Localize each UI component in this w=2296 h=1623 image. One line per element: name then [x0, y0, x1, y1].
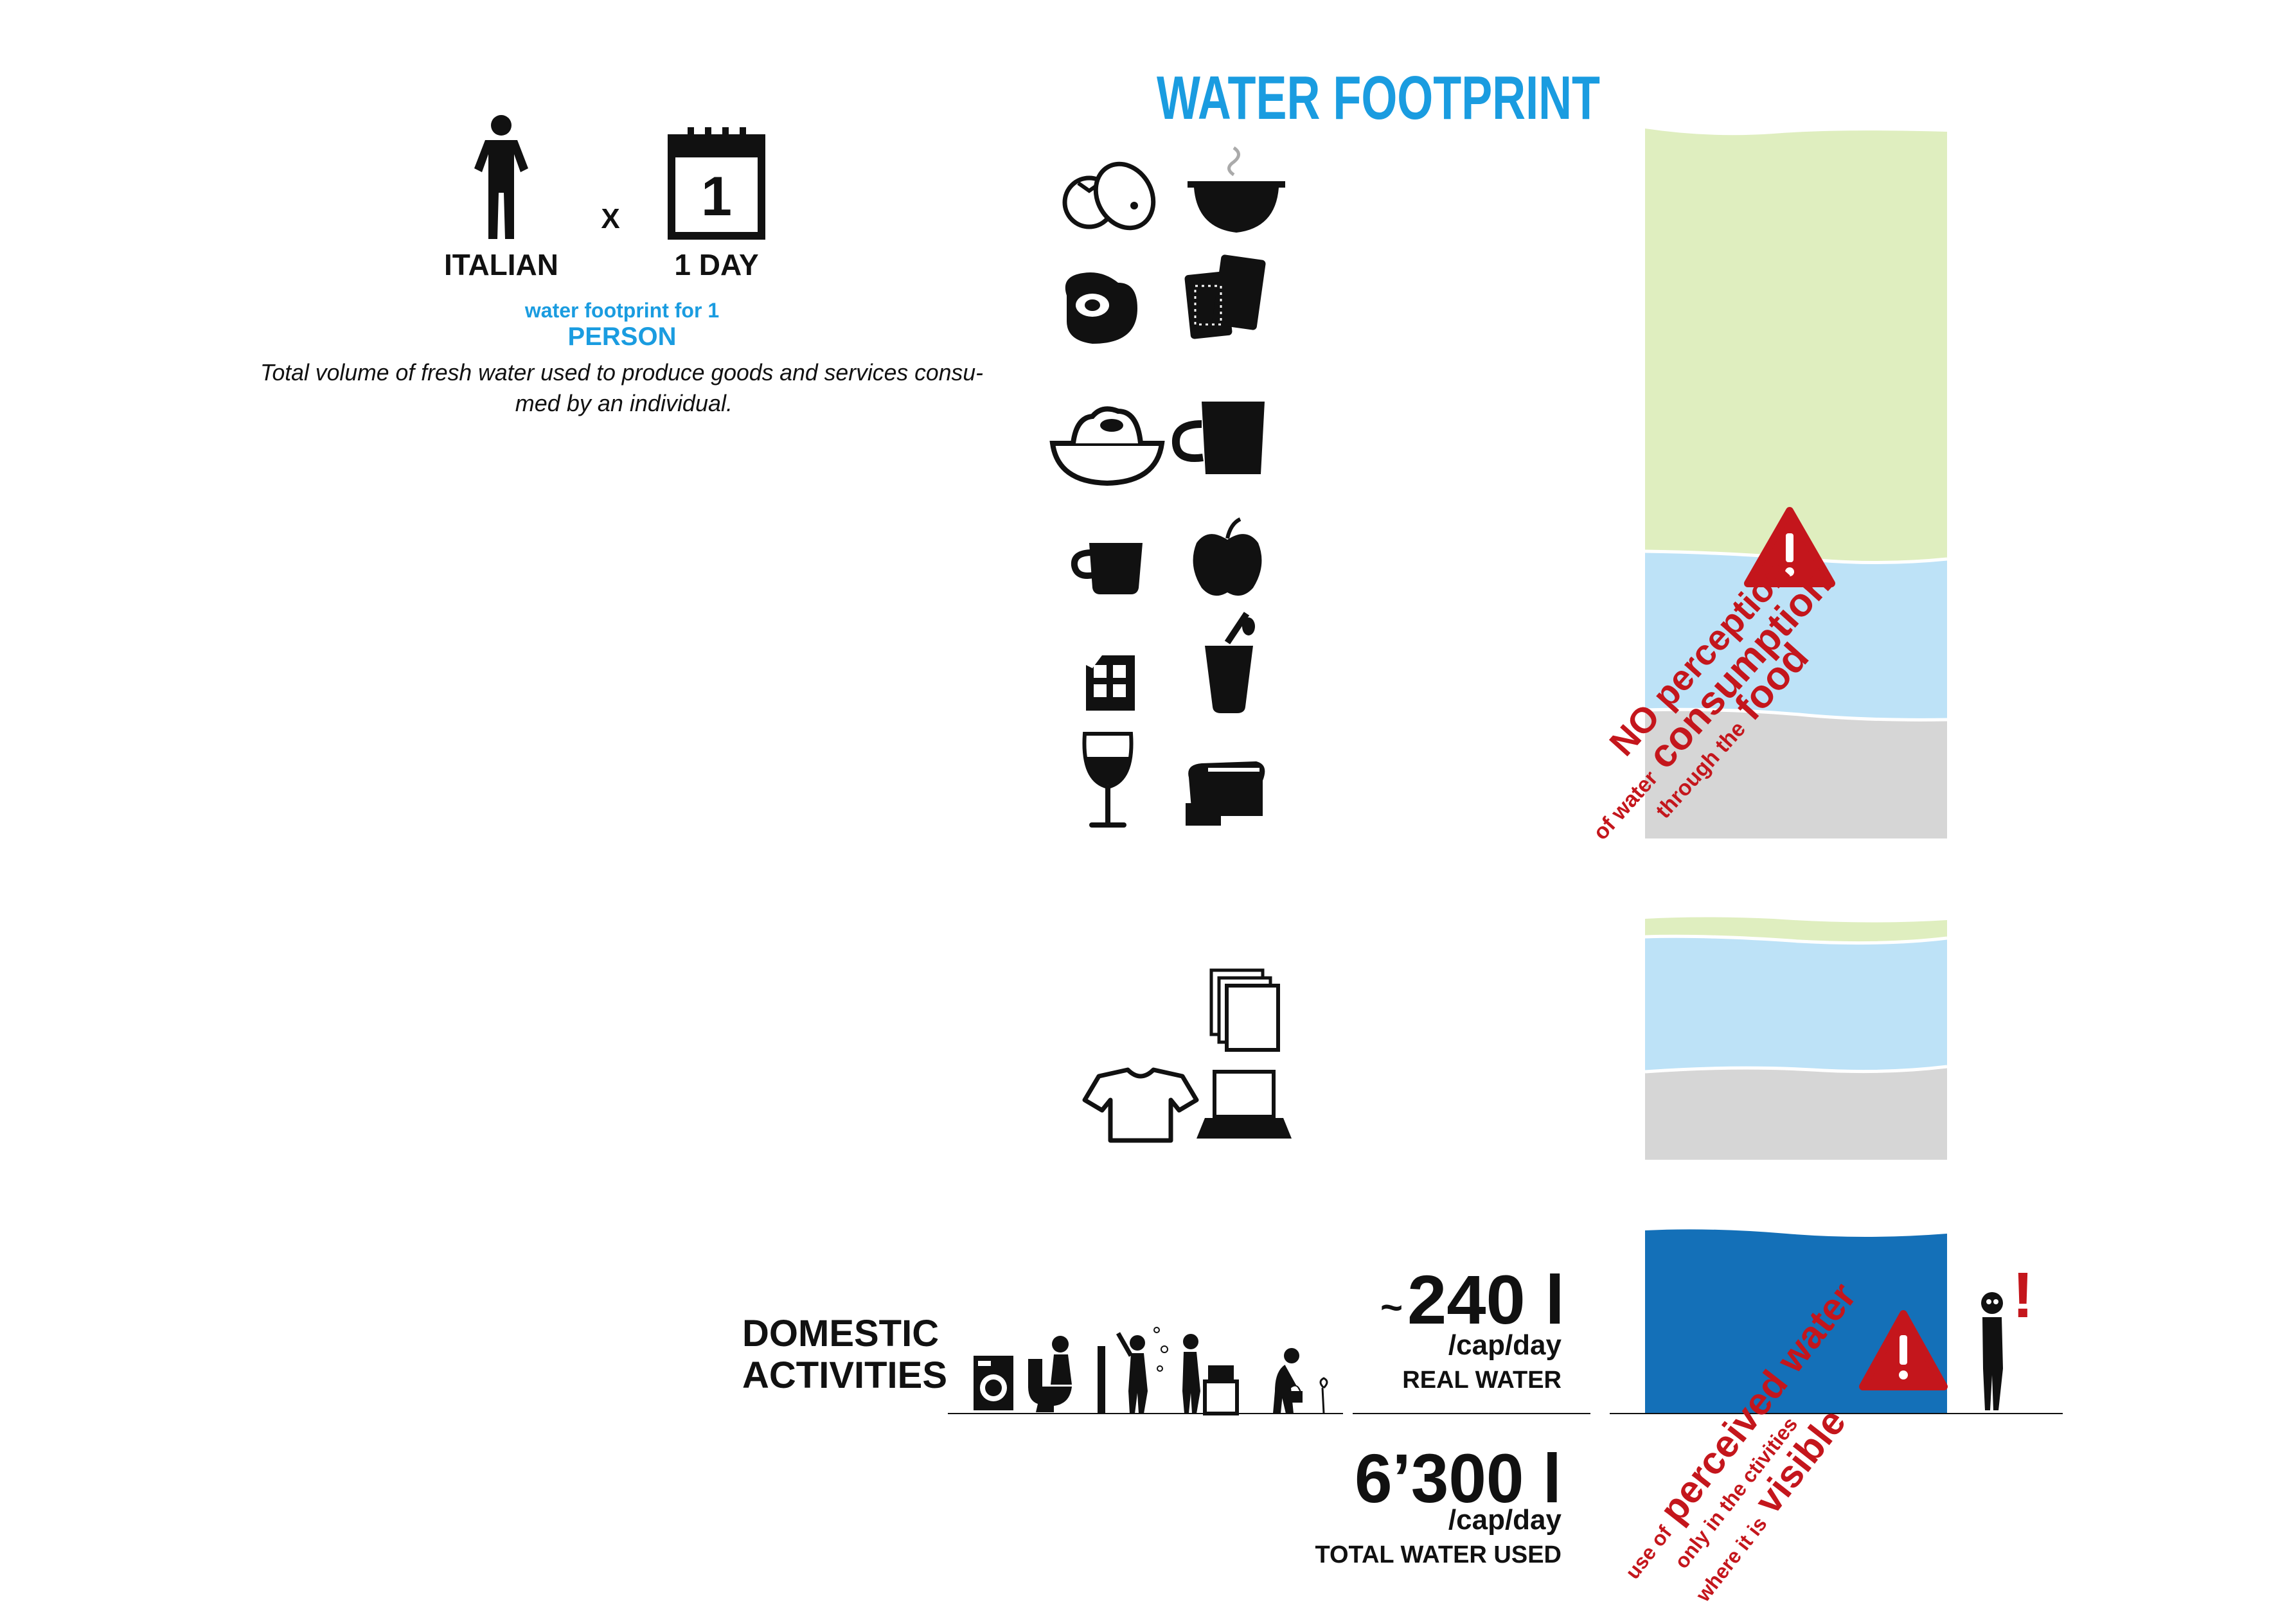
exclaim-mark: ! — [2012, 1259, 2033, 1331]
domestic-label-line-1: DOMESTIC — [742, 1313, 939, 1354]
washing-machine-icon — [974, 1356, 1013, 1410]
surprised-person-icon — [1981, 1292, 2003, 1410]
person-word: PERSON — [568, 323, 677, 351]
footprint-for-label: water footprint for 1 — [524, 299, 719, 322]
food-water-bar — [1644, 129, 1948, 838]
mug-icon — [1171, 402, 1265, 474]
day-label: 1 DAY — [674, 248, 758, 281]
toilet-icon — [1028, 1336, 1072, 1412]
real-water-unit: /cap/day — [1448, 1329, 1562, 1361]
wine-glass-icon — [1082, 732, 1134, 828]
chocolate-icon — [1086, 655, 1135, 711]
warning-triangle-icon — [1744, 507, 1835, 587]
tomato-potato-icon — [1062, 161, 1156, 231]
definition-line-1: Total volume of fresh water used to prod… — [260, 359, 983, 386]
real-water-label: REAL WATER — [1402, 1367, 1562, 1394]
warning-triangle-icon-2 — [1859, 1310, 1948, 1390]
coffee-cup-icon — [1071, 543, 1143, 594]
bread-icon — [1186, 761, 1265, 826]
pasta-bowl-icon — [1049, 406, 1165, 486]
times-sign: X — [601, 203, 619, 235]
person-icon — [474, 115, 528, 239]
shower-icon — [1098, 1327, 1168, 1414]
total-water-unit: /cap/day — [1448, 1504, 1562, 1536]
steak-icon — [1065, 272, 1137, 344]
total-water-value: 6’300 l — [1355, 1439, 1562, 1517]
person-label: ITALIAN — [444, 248, 558, 281]
yogurt-icon — [1205, 612, 1255, 713]
calendar-number: 1 — [701, 166, 732, 227]
t-shirt-icon — [1082, 1067, 1199, 1143]
apple-icon — [1193, 517, 1262, 596]
laptop-icon — [1197, 1070, 1292, 1139]
soup-bowl-icon — [1188, 146, 1285, 233]
page-title: WATER FOOTPRINT — [1157, 64, 1600, 132]
goods-water-bar — [1644, 917, 1948, 1160]
real-water-value: 240 l — [1407, 1261, 1565, 1338]
cooking-icon — [1182, 1334, 1239, 1415]
crackers-icon — [1184, 254, 1266, 339]
domestic-label-line-2: ACTIVITIES — [742, 1354, 947, 1396]
watering-icon — [1272, 1348, 1328, 1414]
total-water-label: TOTAL WATER USED — [1315, 1541, 1562, 1568]
real-tilde: ~ — [1380, 1286, 1403, 1329]
calendar-icon: 1 — [668, 127, 765, 240]
definition-line-2: med by an individual. — [515, 390, 733, 416]
paper-stack-icon — [1209, 968, 1280, 1052]
